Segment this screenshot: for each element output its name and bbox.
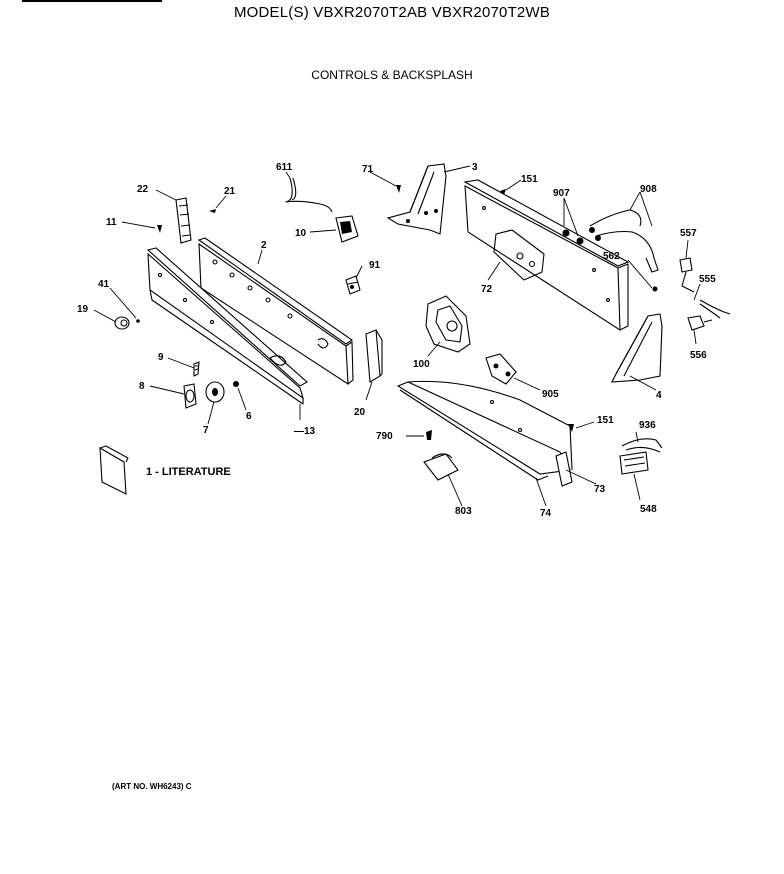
part-knob-19: [114, 316, 130, 330]
section-title: CONTROLS & BACKSPLASH: [311, 68, 473, 82]
callout-100: 100: [413, 359, 430, 370]
part-knob-8: [183, 383, 197, 409]
callout-41: 41: [98, 279, 110, 290]
callout-611: 611: [276, 162, 293, 173]
callout-6: 6: [246, 411, 252, 422]
part-bracket-3: [386, 163, 447, 235]
part-connector-557: [679, 257, 695, 293]
part-clip-41: [136, 319, 140, 323]
part-backsplash-13: [146, 247, 308, 405]
part-harness-611: [285, 177, 333, 213]
leader-lines: [93, 165, 701, 507]
part-end-cap-20: [365, 329, 383, 383]
part-end-bracket-4: [611, 313, 663, 383]
callout-74: 74: [540, 508, 552, 519]
callout-3: 3: [472, 162, 478, 173]
callout-22: 22: [137, 184, 149, 195]
callout-557: 557: [680, 228, 697, 239]
part-screw-151a: [500, 189, 506, 195]
art-number: (ART NO. WH6243) C: [112, 782, 192, 791]
part-plug-556: [687, 315, 713, 331]
callout-151a: 151: [521, 174, 538, 185]
callout-8: 8: [139, 381, 145, 392]
callout-7: 7: [203, 425, 209, 436]
callout-20: 20: [354, 407, 366, 418]
callout-790: 790: [376, 431, 393, 442]
callout-10: 10: [295, 228, 307, 239]
part-bracket-73: [555, 451, 573, 487]
part-rear-panel-72: [463, 179, 630, 332]
callout-907: 907: [553, 188, 570, 199]
part-end-cap-22: [175, 197, 192, 244]
callout-73: 73: [594, 484, 606, 495]
part-terminal-548: [619, 451, 649, 475]
callout-556: 556: [690, 350, 707, 361]
part-spring-9: [193, 361, 200, 377]
part-panel-74: [396, 380, 573, 481]
part-dial-7: [205, 381, 225, 403]
callout-13: —13: [294, 426, 316, 437]
part-control-panel-2: [197, 237, 354, 386]
part-bushings-907: [562, 229, 584, 245]
callout-72: 72: [481, 284, 493, 295]
part-harness-936: [621, 438, 663, 453]
part-timer-100: [425, 295, 471, 353]
literature-label: 1 - LITERATURE: [146, 466, 231, 478]
callout-21: 21: [224, 186, 236, 197]
model-title: MODEL(S) VBXR2070T2AB VBXR2070T2WB: [233, 4, 551, 21]
part-screw-21: [209, 209, 216, 213]
callout-555: 555: [699, 274, 716, 285]
callout-548: 548: [640, 504, 657, 515]
top-rule: [22, 0, 162, 2]
callout-11: 11: [106, 217, 117, 228]
callout-905: 905: [542, 389, 559, 400]
callout-908: 908: [640, 184, 657, 195]
part-clip-91: [345, 275, 361, 295]
literature-booklet: [99, 445, 129, 495]
callout-labels: 22 21 11 2 611 10 71 3 151 907 908 557 5…: [77, 162, 716, 519]
part-screw-151b: [568, 424, 574, 432]
part-screw-11: [157, 225, 162, 233]
callout-803: 803: [455, 506, 472, 517]
callout-71: 71: [362, 164, 374, 175]
part-grommet-562: [652, 286, 658, 292]
part-trim-803: [423, 453, 459, 481]
callout-2: 2: [261, 240, 267, 251]
callout-91: 91: [369, 260, 381, 271]
callout-9: 9: [158, 352, 164, 363]
part-valve-905: [485, 353, 517, 385]
part-screw-71: [396, 185, 401, 193]
part-pin-790: [426, 430, 432, 440]
part-switch-10: [335, 215, 359, 243]
part-clip-6: [233, 381, 239, 387]
callout-19: 19: [77, 304, 89, 315]
callout-151b: 151: [597, 415, 614, 426]
callout-936: 936: [639, 420, 656, 431]
callout-562: 562: [603, 251, 620, 262]
callout-4: 4: [656, 390, 662, 401]
part-wire-555: [699, 299, 731, 319]
